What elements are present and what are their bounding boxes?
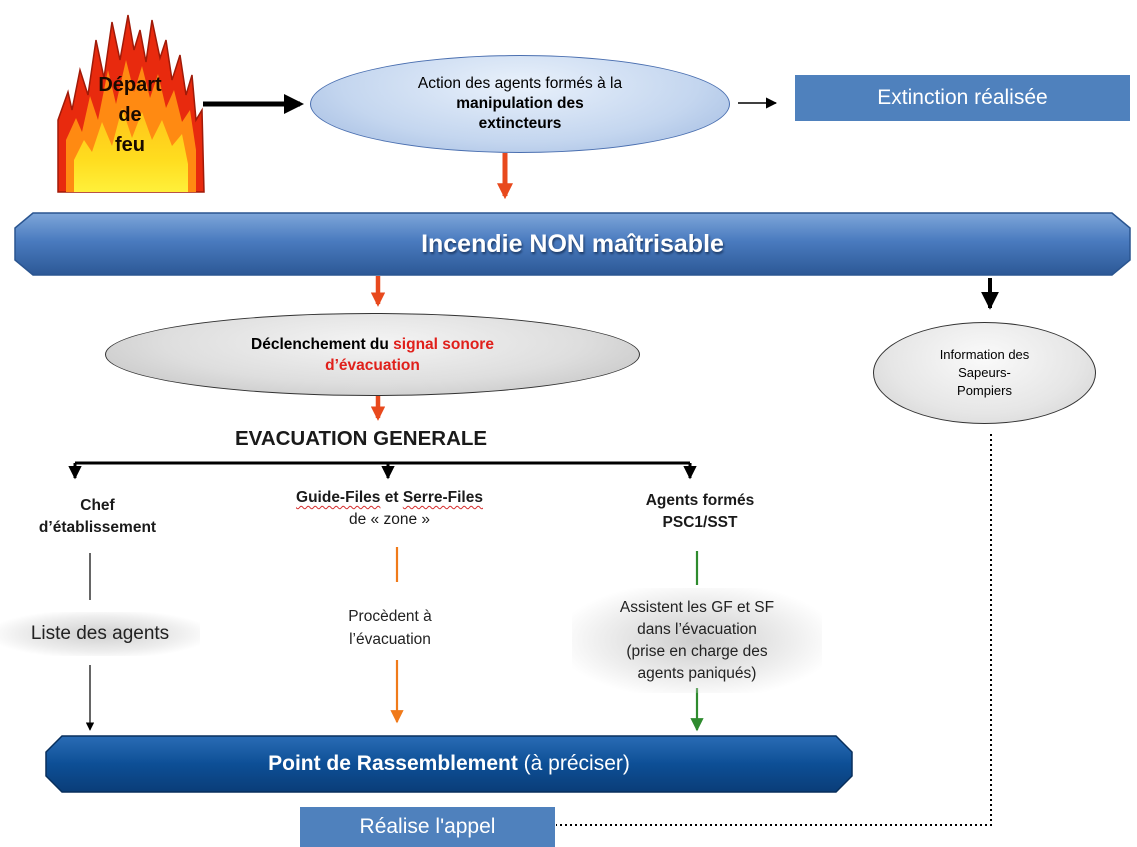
guide-serre-files-label: Guide-Files et Serre-Files de « zone » [232, 487, 547, 531]
declenchement-highlight2: d’évacuation [325, 356, 420, 374]
dotted-connector-appel [556, 434, 992, 826]
action-line1: Action des agents formés à la [417, 75, 623, 92]
action-line2: manipulation des [456, 95, 584, 112]
declenchement-signal-node: Déclenchement du signal sonore d’évacuat… [105, 313, 640, 396]
branch-connector [68, 461, 697, 480]
action-extincteurs-node: Action des agents formés à la manipulati… [310, 55, 730, 153]
declenchement-highlight1: signal sonore [393, 335, 494, 353]
guides-part3: Serre-Files [402, 489, 483, 506]
information-line1: Information des [939, 347, 1030, 362]
agents-psc1-sst-label: Agents formés PSC1/SST [590, 490, 810, 534]
point-bold: Point de Rassemblement [268, 752, 518, 775]
assistent-gf-sf-label: Assistent les GF et SF dans l’évacuation… [572, 588, 822, 693]
chef-line1: Chef [80, 497, 115, 514]
banner-incendie-shape [14, 212, 1131, 276]
fire-icon [57, 14, 205, 193]
chef-etablissement-label: Chef d’établissement [10, 495, 185, 539]
fire-label-line2: de [118, 104, 142, 126]
guides-part1: Guide-Files [296, 489, 381, 506]
incendie-banner-label: Incendie NON maîtrisable [421, 229, 724, 258]
assistent-line3: (prise en charge des [626, 642, 768, 660]
chef-line2: d’établissement [38, 519, 157, 536]
guides-line2: de « zone » [348, 511, 430, 528]
agents-line2: PSC1/SST [662, 514, 738, 531]
point-rassemblement-label: Point de Rassemblement (à préciser) [46, 736, 852, 792]
procedent-line1: Procèdent à [348, 608, 432, 625]
procedent-evacuation-label: Procèdent à l’évacuation [320, 605, 460, 651]
action-line3: extincteurs [478, 115, 562, 132]
extinction-realisee-box: Extinction réalisée [795, 75, 1130, 121]
liste-des-agents-label: Liste des agents [0, 612, 200, 656]
information-line3: Pompiers [957, 383, 1012, 398]
realise-appel-box: Réalise l'appel [300, 807, 555, 847]
fire-label-line3: feu [115, 134, 145, 156]
assistent-line1: Assistent les GF et SF [619, 598, 775, 616]
assistent-line2: dans l’évacuation [637, 620, 757, 638]
point-rest: (à préciser) [517, 752, 630, 775]
assistent-line4: agents paniqués) [637, 664, 757, 682]
point-rassemblement-shape [45, 735, 853, 793]
information-pompiers-node: Information des Sapeurs- Pompiers [873, 322, 1096, 424]
fire-label: Départ de feu [60, 70, 200, 160]
procedent-line2: l’évacuation [349, 631, 431, 648]
evacuation-generale-title: EVACUATION GENERALE [235, 427, 488, 450]
agents-line1: Agents formés [645, 492, 755, 509]
fire-label-line1: Départ [98, 74, 162, 96]
information-line2: Sapeurs- [958, 365, 1011, 380]
declenchement-prefix: Déclenchement du [251, 335, 394, 353]
guides-part2: et [380, 489, 403, 506]
